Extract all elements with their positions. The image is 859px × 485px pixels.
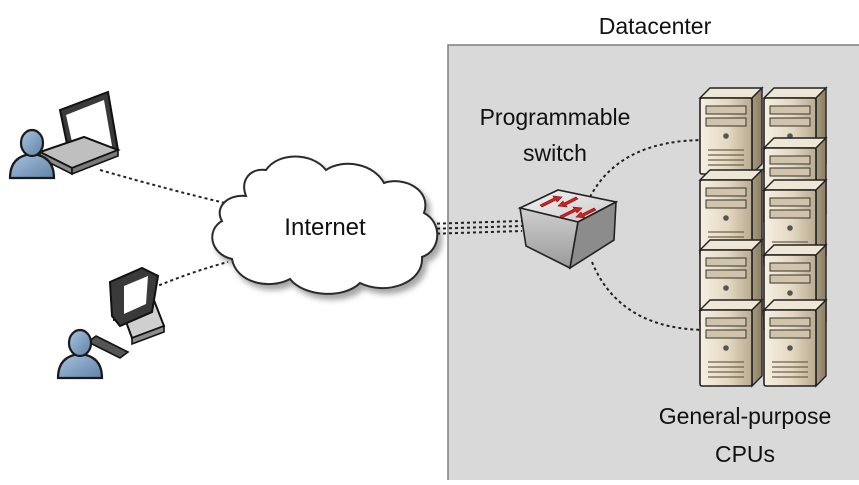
switch-label-line2: switch xyxy=(523,140,587,166)
switch-server-link-top xyxy=(589,139,706,198)
desktop-user-icon xyxy=(56,266,166,380)
cpus-label-line2: CPUs xyxy=(714,441,776,467)
uplink-3 xyxy=(424,230,523,235)
cloud-icon xyxy=(211,155,439,295)
datacenter-label: Datacenter xyxy=(598,13,712,39)
server-icon xyxy=(699,87,763,175)
laptop-link xyxy=(99,169,226,204)
switch-icon xyxy=(517,189,619,270)
switch-server-link-bottom xyxy=(591,261,709,331)
internet-label: Internet xyxy=(284,214,366,241)
switch-label-line1: Programmable xyxy=(479,104,631,130)
server-icon xyxy=(699,299,763,387)
uplink-1 xyxy=(424,220,523,225)
server-icon xyxy=(763,299,827,387)
laptop-user-icon xyxy=(8,90,121,180)
uplink-2 xyxy=(424,225,523,230)
desktop-link xyxy=(147,261,229,291)
cpus-label-line1: General-purpose xyxy=(658,403,832,429)
